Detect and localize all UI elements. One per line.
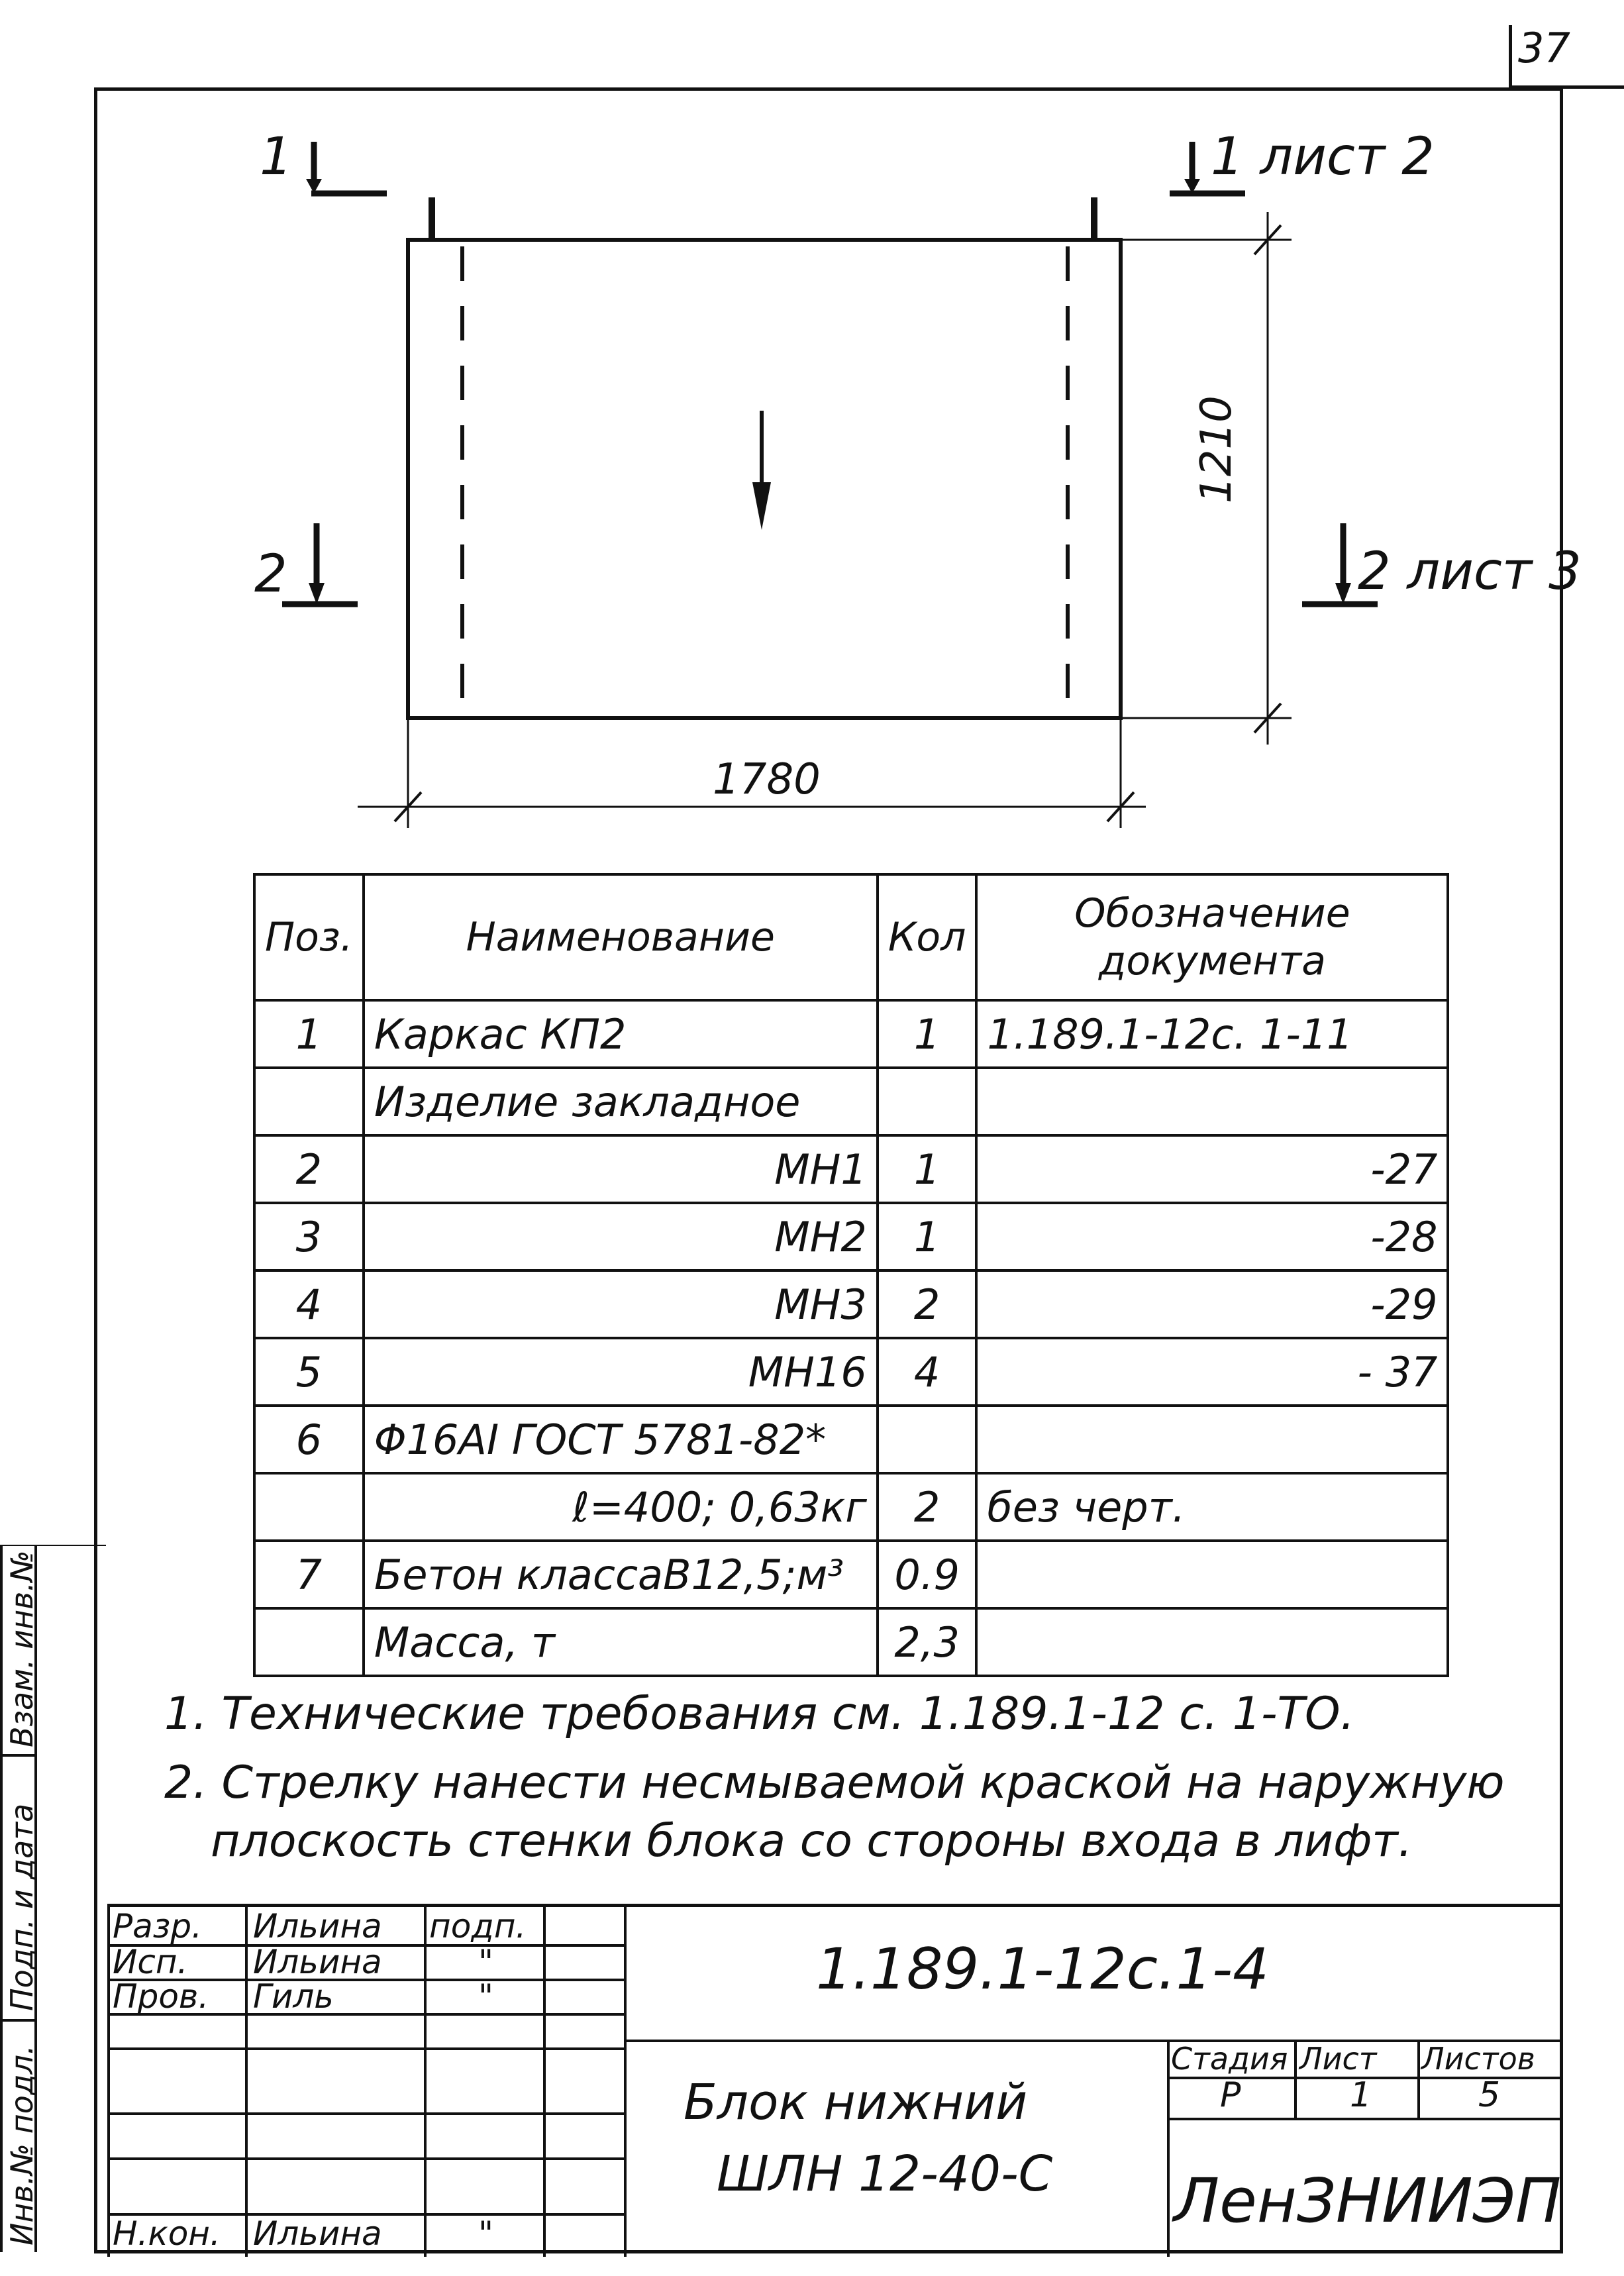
dim-width-label: 1780	[713, 755, 821, 804]
stage-value: Р	[1220, 2075, 1241, 2115]
cell-pos: 5	[253, 1337, 365, 1407]
cell-qty: 4	[876, 1337, 978, 1407]
side-stamp-podp-data: Подп. и дата	[4, 1803, 40, 2011]
block-outline	[406, 238, 1123, 720]
header-pos: Поз.	[253, 873, 365, 1002]
cell-pos	[253, 1066, 365, 1137]
cell-name: Изделие закладное	[362, 1066, 879, 1137]
name-3: Ильина	[253, 2214, 382, 2253]
cell-qty: 1	[876, 999, 978, 1069]
cell-doc: без черт.	[975, 1472, 1450, 1542]
product-name-line2: ШЛН 12-40-С	[717, 2146, 1053, 2202]
header-doc-line1: Обозначение	[1074, 890, 1350, 937]
sign-2: "	[478, 1977, 493, 2016]
cell-qty: 1	[876, 1134, 978, 1204]
sheets-value: 5	[1478, 2075, 1501, 2115]
cell-name: Бетон классаВ12,5;м³	[362, 1539, 879, 1610]
cell-qty: 2,3	[876, 1607, 978, 1677]
title-block: Разр. Ильина подп. Исп. Ильина " Пров. Г…	[107, 1904, 1563, 2257]
cell-doc	[975, 1404, 1450, 1474]
cell-pos	[253, 1472, 365, 1542]
sheet-number: 37	[1518, 24, 1570, 72]
sign-0: подп.	[429, 1907, 527, 1945]
cell-qty: 1	[876, 1202, 978, 1272]
cell-name: МН16	[362, 1337, 879, 1407]
cell-pos: 3	[253, 1202, 365, 1272]
cell-name: ℓ=400; 0,63кг	[362, 1472, 879, 1542]
note-1: 1. Технические требования см. 1.189.1-12…	[164, 1688, 1355, 1740]
note-2: 2. Стрелку нанести несмываемой краской н…	[164, 1757, 1505, 1809]
cell-pos: 2	[253, 1134, 365, 1204]
cell-qty: 0.9	[876, 1539, 978, 1610]
cell-doc	[975, 1066, 1450, 1137]
cell-name: Каркас КП2	[362, 999, 879, 1069]
sheet-label: Лист	[1299, 2041, 1377, 2077]
role-1: Исп.	[113, 1943, 188, 1981]
table-row: Изделие закладное	[253, 1066, 1450, 1137]
cell-name: Масса, т	[362, 1607, 879, 1677]
cell-name: Φ16АI ГОСТ 5781-82*	[362, 1404, 879, 1474]
table-header-row: Поз. Наименование Кол Обозначение докуме…	[253, 873, 1450, 1002]
cell-pos: 1	[253, 999, 365, 1069]
cell-doc: 1.189.1-12с. 1-11	[975, 999, 1450, 1069]
cell-pos	[253, 1607, 365, 1677]
cell-qty	[876, 1066, 978, 1137]
sheet-number-box	[1509, 25, 1624, 89]
cell-pos: 4	[253, 1269, 365, 1339]
side-stamp-inv-podl: Инв.№ подл.	[4, 2045, 40, 2246]
name-1: Ильина	[253, 1943, 382, 1981]
role-0: Разр.	[113, 1907, 203, 1945]
cell-qty: 2	[876, 1472, 978, 1542]
cell-doc: -28	[975, 1202, 1450, 1272]
cell-doc: -29	[975, 1269, 1450, 1339]
side-stamp-vzam-inv: Взам. инв.№	[4, 1550, 40, 1747]
section-1-left-label: 1	[260, 127, 293, 187]
cell-doc	[975, 1607, 1450, 1677]
section-2-left-label: 2	[254, 544, 287, 604]
header-doc: Обозначение документа	[975, 873, 1450, 1002]
name-0: Ильина	[253, 1907, 382, 1945]
sign-3: "	[478, 2214, 493, 2253]
block-drawing	[282, 142, 1378, 828]
organization: ЛенЗНИИЭП	[1174, 2165, 1562, 2236]
section-2-right-label: 2 лист 3	[1358, 542, 1582, 601]
cell-doc: -27	[975, 1134, 1450, 1204]
header-qty: Кол	[876, 873, 978, 1002]
cell-name: МН1	[362, 1134, 879, 1204]
sheet-frame	[94, 87, 1563, 2253]
note-3: плоскость стенки блока со стороны входа …	[211, 1815, 1413, 1867]
cell-qty: 2	[876, 1269, 978, 1339]
document-designation: 1.189.1-12с.1-4	[816, 1936, 1269, 2002]
cell-pos: 6	[253, 1404, 365, 1474]
stage-label: Стадия	[1171, 2041, 1288, 2077]
product-name-line1: Блок нижний	[684, 2074, 1028, 2131]
name-2: Гиль	[253, 1977, 334, 2016]
cell-doc	[975, 1539, 1450, 1610]
header-name: Наименование	[362, 873, 879, 1002]
cell-qty	[876, 1404, 978, 1474]
side-stamp: Инв.№ подл. Подп. и дата Взам. инв.№	[0, 1545, 106, 2252]
dim-height-label: 1210	[1192, 395, 1241, 503]
sheet-value: 1	[1350, 2075, 1372, 2115]
cell-pos: 7	[253, 1539, 365, 1610]
role-3: Н.кон.	[113, 2214, 221, 2253]
section-1-right-label: 1 лист 2	[1211, 127, 1435, 187]
header-doc-line2: документа	[1098, 938, 1326, 984]
cell-name: МН2	[362, 1202, 879, 1272]
cell-doc: - 37	[975, 1337, 1450, 1407]
cell-name: МН3	[362, 1269, 879, 1339]
sheets-label: Листов	[1421, 2041, 1535, 2077]
sign-1: "	[478, 1943, 493, 1981]
specification-table: Поз. Наименование Кол Обозначение докуме…	[253, 873, 1450, 1677]
role-2: Пров.	[113, 1977, 209, 2016]
